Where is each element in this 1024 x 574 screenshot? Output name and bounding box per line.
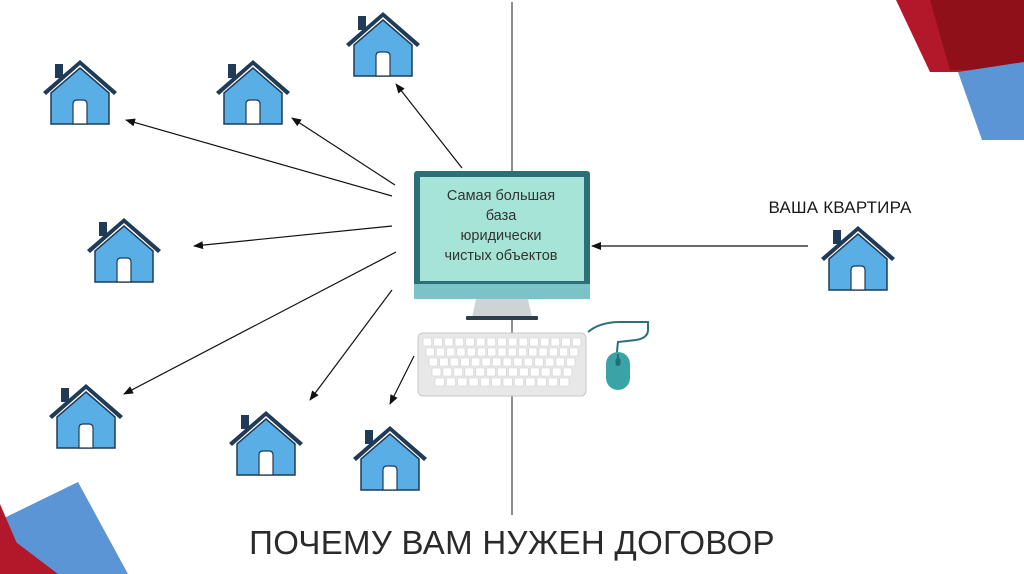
keyboard-key	[545, 358, 554, 366]
keyboard-key	[446, 378, 455, 386]
keyboard-key	[552, 368, 561, 376]
keyboard-key	[563, 368, 572, 376]
keyboard-key	[503, 358, 512, 366]
monitor-text-line-4: чистых объектов	[444, 246, 557, 266]
keyboard-key	[530, 368, 539, 376]
house-icon-upper-left	[216, 60, 290, 124]
keyboard-key	[434, 338, 443, 346]
house-icon-top	[346, 12, 420, 76]
keyboard-key	[498, 348, 506, 356]
apartment-label: ВАША КВАРТИРА	[740, 198, 940, 218]
keyboard-key	[524, 358, 533, 366]
keyboard-key	[488, 348, 496, 356]
house-icon-left-middle	[87, 218, 161, 282]
keyboard-key	[447, 348, 455, 356]
arrow-to-bottom-house	[390, 356, 414, 404]
keyboard-key	[476, 368, 485, 376]
keyboard-key	[465, 368, 474, 376]
keyboard-key	[514, 378, 523, 386]
keyboard-key	[467, 348, 475, 356]
keyboard-key	[457, 348, 465, 356]
keyboard-key	[530, 338, 539, 346]
keyboard-key	[476, 338, 485, 346]
corner-decoration-top-right	[896, 0, 1024, 140]
keyboard-key	[549, 348, 557, 356]
keyboard-key	[566, 358, 575, 366]
monitor-text-line-3: юридически	[461, 226, 542, 246]
keyboard-key	[526, 378, 535, 386]
keyboard-key	[519, 338, 528, 346]
arrow-to-bottom-left-house	[310, 290, 392, 400]
keyboard-key	[487, 368, 496, 376]
keyboard-key	[509, 368, 518, 376]
arrow-to-far-left-top-house	[126, 120, 392, 196]
keyboard-key	[529, 348, 537, 356]
monitor-screen-text: Самая большая база юридически чистых объ…	[425, 180, 577, 272]
keyboard-key	[519, 368, 528, 376]
keyboard-key	[539, 348, 547, 356]
keyboard-key	[570, 348, 578, 356]
keyboard-key	[443, 368, 452, 376]
keyboard-key	[498, 368, 507, 376]
mouse-icon	[588, 322, 648, 390]
keyboard-key	[492, 378, 501, 386]
house-icon-bottom-left	[229, 411, 303, 475]
keyboard-key	[435, 378, 444, 386]
keyboard-key	[423, 338, 432, 346]
keyboard-key	[480, 378, 489, 386]
keyboard-key	[548, 378, 557, 386]
keyboard-key	[482, 358, 491, 366]
keyboard-key	[461, 358, 470, 366]
keyboard-key	[541, 368, 550, 376]
keyboard-key	[477, 348, 485, 356]
arrow-to-lower-left-house	[124, 252, 396, 394]
keyboard-key	[471, 358, 480, 366]
keyboard-key	[429, 358, 438, 366]
keyboard-key	[450, 358, 459, 366]
house-icon-lower-left	[49, 384, 123, 448]
keyboard-key	[432, 368, 441, 376]
arrow-to-left-middle-house	[194, 226, 392, 246]
keyboard-key	[444, 338, 453, 346]
house-icon-apartment	[821, 226, 895, 290]
keyboard-key	[455, 338, 464, 346]
keyboard-key	[466, 338, 475, 346]
keyboard-key	[492, 358, 501, 366]
house-icon-bottom	[353, 426, 427, 490]
keyboard-key	[535, 358, 544, 366]
arrow-to-top-house	[396, 84, 462, 168]
keyboard-key	[440, 358, 449, 366]
keyboard-key	[562, 338, 571, 346]
keyboard-key	[503, 378, 512, 386]
monitor-text-line-1: Самая большая	[447, 186, 555, 206]
page-title: ПОЧЕМУ ВАМ НУЖЕН ДОГОВОР	[0, 524, 1024, 562]
keyboard-key	[426, 348, 434, 356]
keyboard-key	[556, 358, 565, 366]
keyboard-key	[508, 348, 516, 356]
keyboard-icon	[418, 333, 586, 396]
keyboard-key	[537, 378, 546, 386]
keyboard-key	[458, 378, 467, 386]
keyboard-key	[454, 368, 463, 376]
keyboard-key	[551, 338, 560, 346]
keyboard-key	[560, 378, 569, 386]
keyboard-key	[487, 338, 496, 346]
keyboard-key	[436, 348, 444, 356]
keyboard-key	[572, 338, 581, 346]
keyboard-key	[508, 338, 517, 346]
keyboard-key	[560, 348, 568, 356]
house-icon-far-left-top	[43, 60, 117, 124]
keyboard-key	[518, 348, 526, 356]
keyboard-key	[498, 338, 507, 346]
keyboard-key	[540, 338, 549, 346]
keyboard-key	[514, 358, 523, 366]
monitor-text-line-2: база	[486, 206, 517, 226]
keyboard-key	[469, 378, 478, 386]
arrow-to-upper-left-house	[292, 118, 395, 185]
